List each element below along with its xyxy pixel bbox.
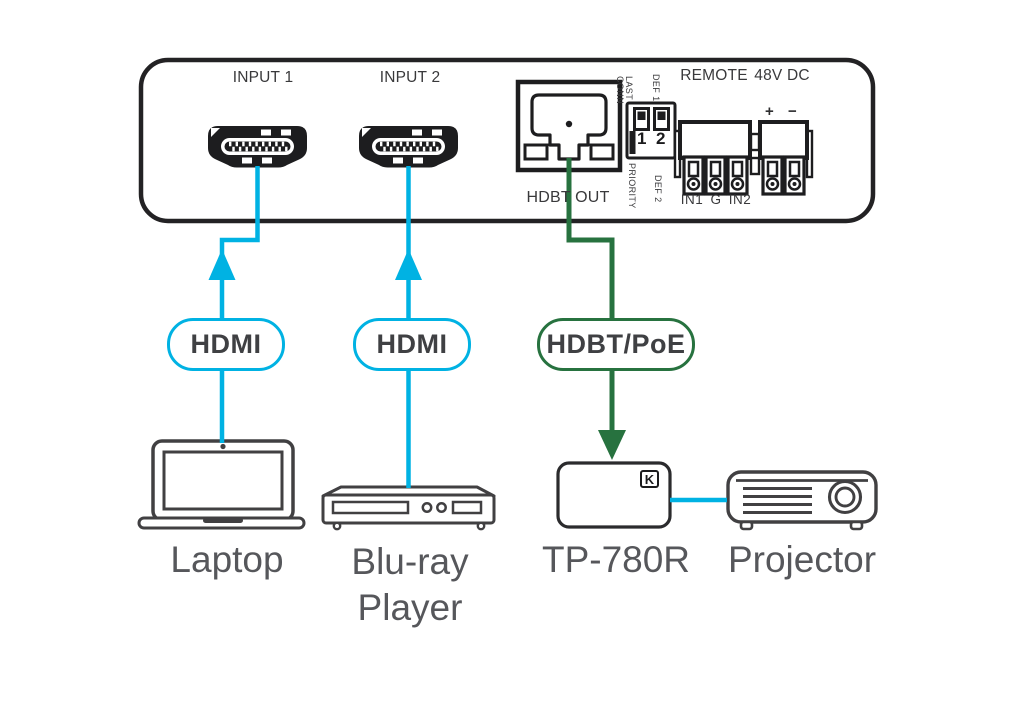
projector-icon: [726, 470, 878, 531]
hdbt-arrow-down-icon: [598, 430, 626, 460]
laptop-label: Laptop: [170, 539, 284, 580]
hdmi2-pill: HDMI: [353, 318, 471, 371]
dip-switch1-number: 1: [637, 129, 647, 148]
projector-label: Projector: [727, 539, 877, 580]
hdbt-out-label: HDBT OUT: [526, 189, 610, 206]
bluray-label-line1: Blu-ray: [351, 541, 469, 582]
receiver-label: TP-780R: [541, 539, 691, 580]
input1-label: INPUT 1: [232, 69, 294, 86]
dip-switch-icon: [625, 101, 677, 160]
rj45-hdbt-out-icon: [515, 79, 623, 173]
hdbt-poe-pill-label: HDBT/PoE: [546, 329, 686, 359]
remote-pins-label: IN1 G IN2: [680, 192, 752, 207]
bluray-label: Blu-ray Player: [351, 539, 468, 631]
kramer-logo: K: [640, 470, 659, 488]
bluray-label-line2: Player: [357, 587, 463, 628]
dip-priority-label: PRIORITY: [627, 163, 637, 209]
dip-def1-label: DEF 1: [651, 74, 661, 102]
input2-label: INPUT 2: [379, 69, 441, 86]
dip-def2-label: DEF 2: [653, 175, 663, 203]
minus-label: −: [788, 103, 797, 120]
receiver-box-icon: [556, 461, 672, 529]
power-48v-label: 48V DC: [754, 67, 810, 84]
remote-label: REMOTE: [680, 67, 748, 84]
hdmi2-arrow-up-icon: [395, 249, 422, 280]
power-terminal-block-icon: [758, 120, 814, 196]
hdmi2-pill-label: HDMI: [376, 329, 448, 359]
dip-conn-label: CONN: [615, 76, 625, 105]
kramer-logo-letter: K: [644, 471, 655, 487]
dip-last-label: LAST: [624, 76, 634, 101]
dip-switch2-number: 2: [656, 129, 666, 148]
bluray-player-icon: [321, 485, 496, 531]
remote-terminal-block-icon: [673, 120, 761, 196]
hdmi1-pill: HDMI: [167, 318, 285, 371]
plus-label: +: [765, 103, 774, 120]
hdmi1-pill-label: HDMI: [190, 329, 262, 359]
hdmi1-arrow-up-icon: [208, 249, 236, 280]
hdbt-poe-pill: HDBT/PoE: [537, 318, 695, 371]
laptop-icon: [137, 439, 306, 530]
